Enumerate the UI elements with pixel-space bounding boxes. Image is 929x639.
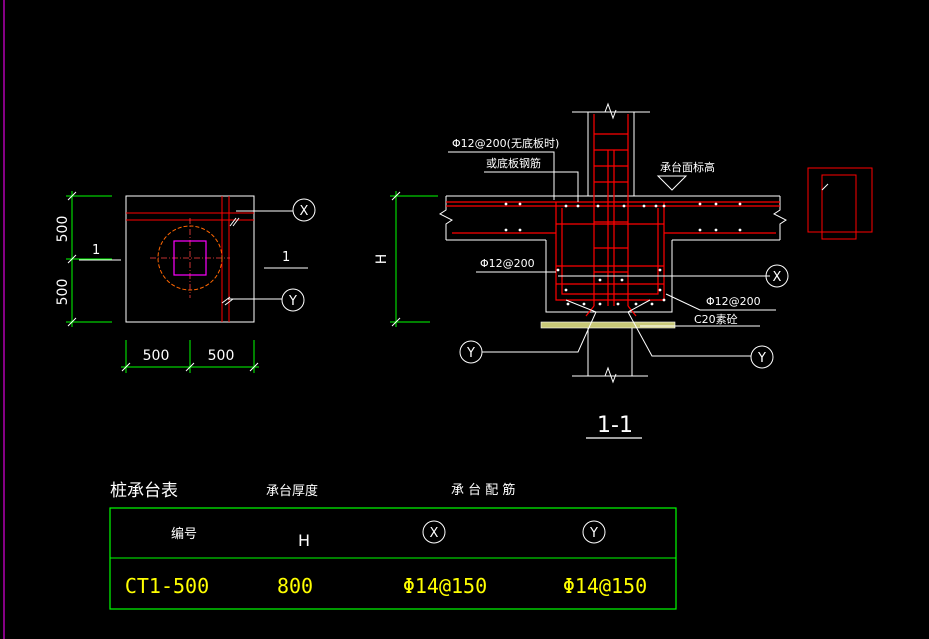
slab-break-left — [439, 196, 453, 240]
column-break — [604, 102, 617, 120]
pile-square — [173, 240, 207, 276]
axis-bubble-y — [281, 288, 305, 312]
break-mark — [229, 217, 240, 227]
break-mark — [221, 296, 234, 306]
header-h: H — [298, 531, 310, 550]
dimension-tick — [391, 191, 401, 327]
cushion-layer — [540, 321, 676, 329]
leader-line — [665, 293, 776, 311]
label-y-bar: Φ12@200 — [706, 295, 761, 308]
cell-y-bar: Φ14@150 — [563, 574, 647, 598]
section-title: 1-1 — [597, 413, 633, 438]
cell-h: 800 — [277, 574, 313, 598]
axis-bubble-y-right — [750, 345, 774, 369]
section-mark-right-label: 1 — [282, 250, 290, 265]
pile-cap-table: 桩承台表 承台厚度 承 台 配 筋 编号 H X Y CT1-500 800 Φ… — [109, 481, 677, 610]
dim-height: H — [374, 254, 390, 265]
axis-bubble-x — [292, 198, 316, 222]
axis-label-x: X — [773, 270, 782, 285]
cell-x-bar: Φ14@150 — [403, 574, 487, 598]
slab-rebar — [446, 201, 780, 301]
section-mark-left-label: 1 — [92, 243, 100, 258]
leader-line — [484, 171, 579, 202]
plan-view: X Y 1 1 500 500 500 500 — [55, 191, 316, 373]
header-x-bubble — [422, 520, 446, 544]
rebar-dots — [504, 202, 742, 306]
axis-label-y-left: Y — [466, 346, 475, 361]
dimension-tick — [121, 362, 259, 372]
header-y-bubble — [582, 520, 606, 544]
axis-label-x: X — [300, 204, 309, 219]
header-x: X — [430, 526, 439, 541]
axis-label-y: Y — [288, 294, 297, 309]
detail-rect — [821, 174, 857, 240]
elevation-marker — [656, 175, 688, 191]
dim-h-left: 500 — [143, 348, 170, 364]
label-stirrup: Φ12@200 — [480, 257, 535, 270]
section-view: 承台面标高 Φ12@200(无底板时) 或底板钢筋 Φ12@200 X Φ12@… — [374, 102, 789, 439]
detail-rect — [807, 167, 873, 233]
dim-v-bottom: 500 — [55, 279, 71, 306]
cell-id: CT1-500 — [125, 574, 209, 598]
leader-line — [448, 151, 555, 200]
pile-break — [604, 366, 617, 384]
dimension-tick — [67, 191, 77, 327]
axis-bubble-y-left — [459, 340, 483, 364]
dim-v-top: 500 — [55, 216, 71, 243]
detail-tick — [821, 183, 829, 191]
label-top-bar: Φ12@200(无底板时) — [452, 136, 559, 150]
axis-bubble-x — [765, 264, 789, 288]
label-cushion: C20素砼 — [694, 313, 738, 326]
axis-label-y-right: Y — [757, 351, 766, 366]
dim-h-right: 500 — [208, 348, 235, 364]
label-top-bar-2: 或底板钢筋 — [486, 156, 541, 170]
slab-break-right — [773, 196, 787, 240]
leader-line — [482, 299, 597, 353]
pile-circle — [157, 225, 223, 291]
leader-line — [627, 299, 751, 357]
label-cap-elevation: 承台面标高 — [660, 160, 715, 174]
detail-marker — [807, 167, 873, 240]
header-id: 编号 — [171, 527, 197, 542]
column-rebar — [585, 114, 637, 317]
cap-outline — [125, 195, 255, 323]
col-thickness-label: 承台厚度 — [266, 483, 318, 499]
table-title: 桩承台表 — [110, 481, 178, 501]
header-y: Y — [589, 526, 598, 541]
col-reinforcement-label: 承 台 配 筋 — [451, 482, 515, 498]
